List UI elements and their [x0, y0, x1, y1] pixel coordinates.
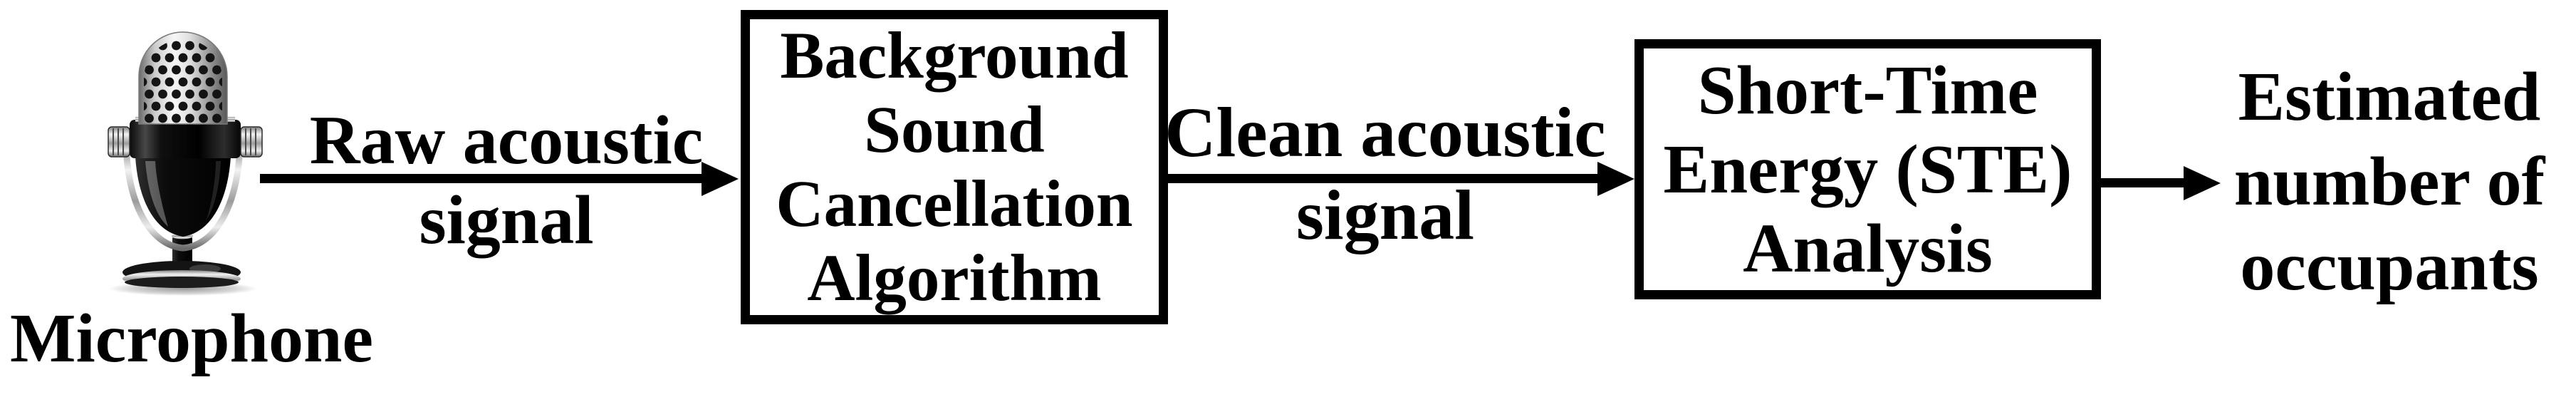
label-line: Estimated [2238, 58, 2541, 135]
label-line: Clean acoustic [1164, 93, 1606, 172]
microphone-icon [108, 31, 263, 296]
arrow-raw-signal [260, 162, 739, 196]
output-label: Estimated number of occupants [2234, 55, 2545, 309]
box-line: Energy (STE) [1663, 131, 2072, 207]
clean-signal-label: Clean acoustic signal [1164, 91, 1605, 257]
label-line: Raw acoustic [309, 102, 704, 179]
label-line: number of [2233, 143, 2545, 220]
box-background-sound-cancellation: Background Sound Cancellation Algorithm [741, 10, 1168, 324]
raw-signal-label: Raw acoustic signal [310, 100, 704, 260]
arrow-output [2101, 166, 2221, 200]
box-line: Analysis [1743, 210, 1993, 287]
arrow-clean-signal [1168, 162, 1634, 196]
box-line: Algorithm [807, 241, 1102, 315]
arrow-head-icon [702, 162, 739, 196]
box-line: Cancellation [776, 167, 1133, 241]
arrow-shaft [260, 174, 709, 183]
box-line: Background [780, 19, 1129, 93]
box-ste-analysis: Short-Time Energy (STE) Analysis [1634, 39, 2101, 299]
box-line: Short-Time [1697, 52, 2038, 128]
label-line: signal [419, 182, 594, 259]
label-line: signal [1295, 175, 1475, 254]
arrow-head-icon [2184, 166, 2221, 200]
label-line: occupants [2240, 228, 2539, 305]
arrow-shaft [2101, 178, 2191, 187]
arrow-head-icon [1597, 162, 1634, 196]
box-line: Sound [864, 93, 1045, 167]
microphone-label: Microphone [10, 300, 373, 377]
arrow-shaft [1168, 174, 1605, 183]
